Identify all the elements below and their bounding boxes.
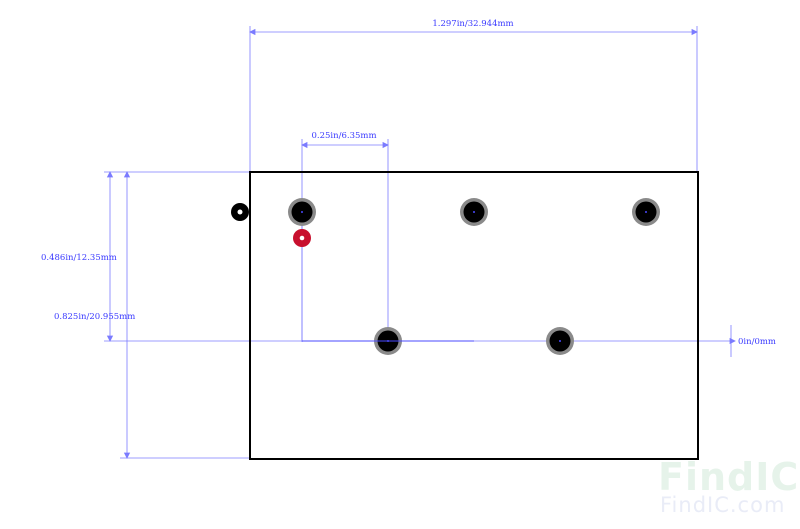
pad-1 [288,198,316,226]
dimension-lines [104,26,736,459]
pads [288,198,660,355]
pin1-marker-icon [293,229,311,247]
origin-arrow [729,337,736,345]
orientation-dot-icon [231,203,249,221]
watermark-brand-primary: Find [658,455,755,499]
width-arrows [249,28,698,36]
pin-pitch-label: 0.25in/6.35mm [311,131,376,141]
watermark-domain: FindIC.com [660,493,785,517]
watermark: FindIC FindIC.com [658,455,799,517]
pad-3 [632,198,660,226]
dimension-labels: 1.297in/32.944mm 0.25in/6.35mm 0.486in/1… [41,19,776,347]
height-arrows [123,171,131,459]
pad-5 [546,327,574,355]
overall-height-label: 0.825in/20.955mm [54,312,135,322]
offset-arrows [106,171,114,342]
component-outline [249,171,699,460]
pad-2 [460,198,488,226]
watermark-brand: FindIC [658,455,799,499]
row-offset-label: 0.486in/12.35mm [41,253,117,263]
pitch-arrows [301,141,389,149]
overall-width-label: 1.297in/32.944mm [432,19,513,29]
watermark-brand-accent: IC [755,455,799,499]
origin-label: 0in/0mm [738,337,776,347]
